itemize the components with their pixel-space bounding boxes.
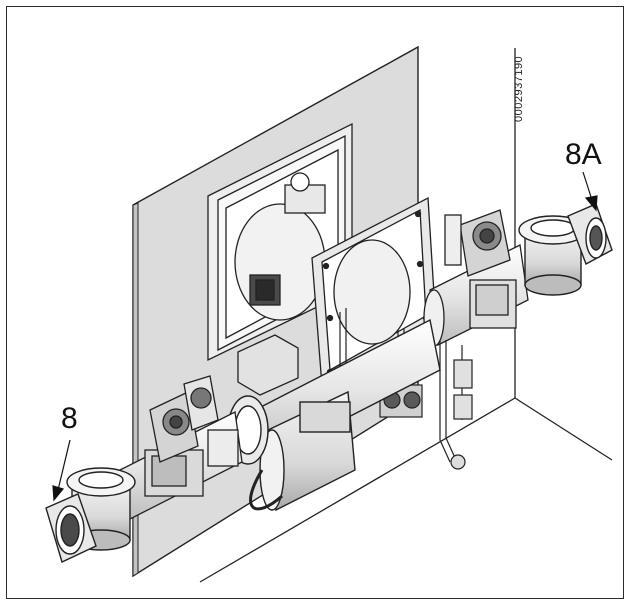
left-gas-filter-8 — [45, 467, 136, 563]
document-number: 0002937190 — [513, 55, 525, 122]
callout-arrow-8 — [52, 439, 71, 502]
center-gas-pipe — [227, 318, 441, 512]
callout-label-8a: 8A — [565, 138, 602, 171]
callout-arrow-8a — [582, 171, 598, 212]
right-gas-pipe — [423, 209, 529, 347]
room-corner-lines — [199, 48, 613, 583]
left-valve-train — [119, 375, 243, 521]
right-gas-filter-8a — [518, 203, 613, 296]
callout-label-8: 8 — [61, 402, 78, 435]
